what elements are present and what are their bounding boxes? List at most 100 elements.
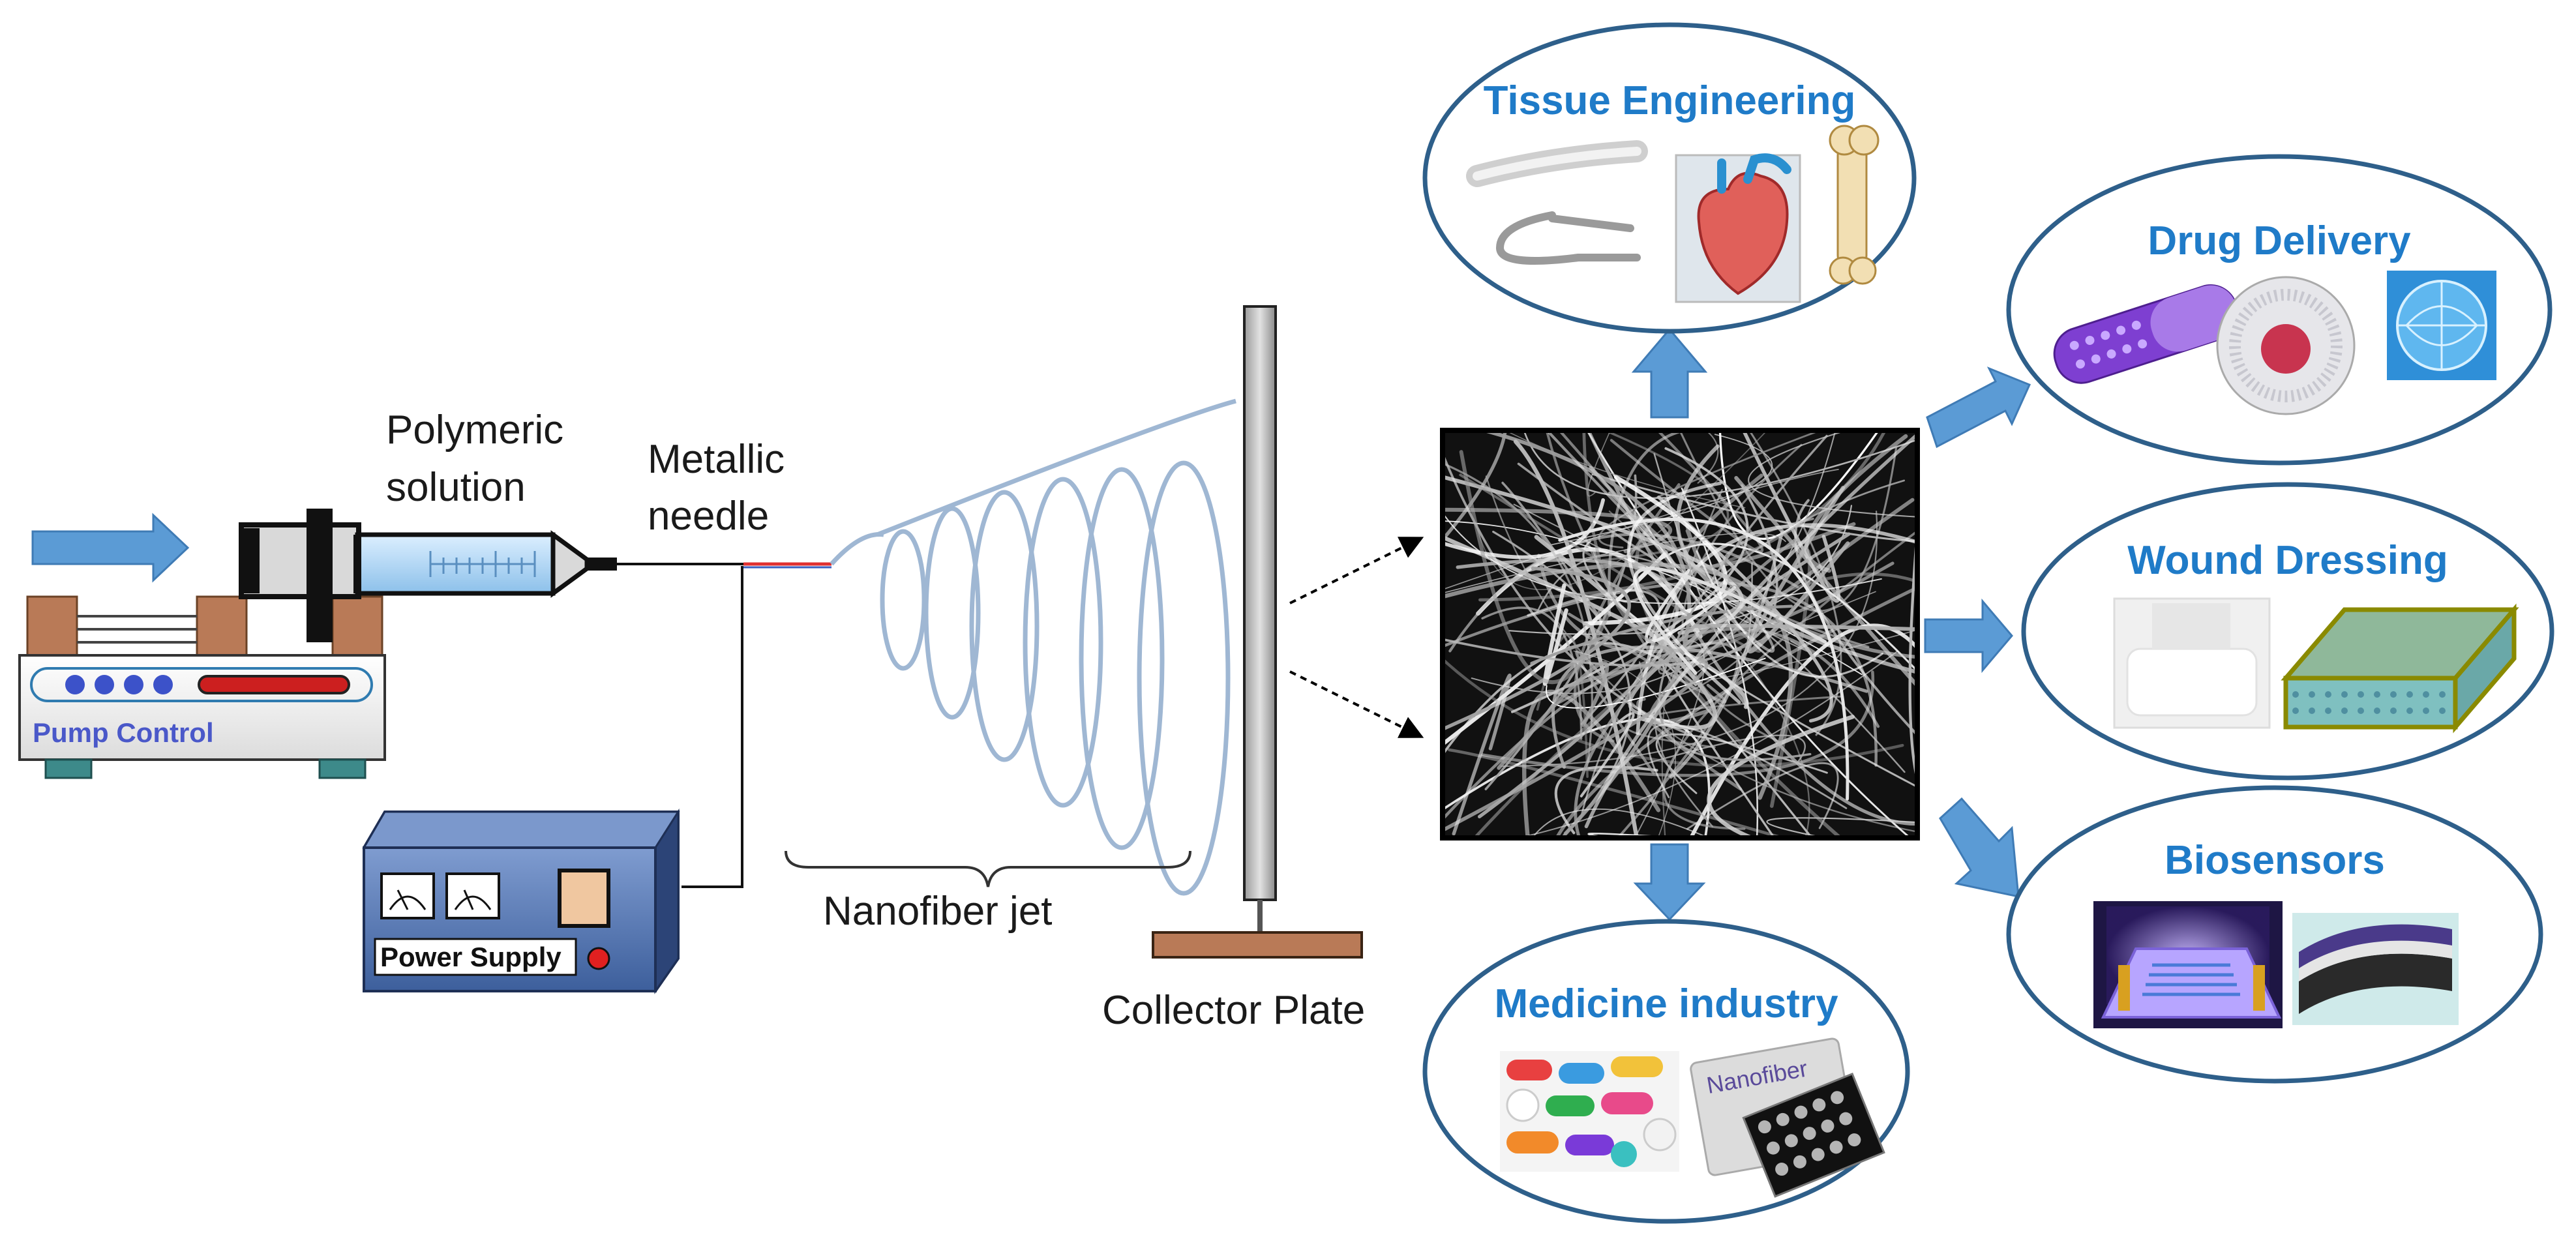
- fiber-strand: [1445, 469, 1839, 589]
- fiber-strand: [1685, 524, 1708, 582]
- fiber-strand: [1750, 433, 1842, 736]
- flexible-sensor-icon: [2292, 913, 2459, 1025]
- pump-display: [198, 675, 350, 694]
- fiber-strand: [1629, 543, 1915, 670]
- pump-control-label: Pump Control: [33, 717, 214, 748]
- fiber-strand: [1573, 650, 1676, 835]
- drug-capsule-icon: [2053, 284, 2239, 384]
- power-indicator-icon: [587, 947, 610, 970]
- fiber-strand: [1697, 433, 1719, 484]
- label-polymeric-line2: solution: [386, 465, 526, 510]
- power-supply-label: Power Supply: [380, 942, 562, 972]
- fiber-strand: [1766, 817, 1915, 835]
- fiber-strand: [1627, 481, 1741, 704]
- fiber-strand: [1527, 650, 1898, 835]
- fiber-strand: [1587, 433, 1909, 835]
- fiber-strand: [1459, 450, 1610, 684]
- pills-icon: [1500, 1051, 1679, 1172]
- fiber-strand: [1445, 532, 1786, 593]
- nanoparticle-icon: [2216, 276, 2356, 415]
- app-title-drug-delivery: Drug Delivery: [2148, 218, 2411, 263]
- arrow-to-drug-delivery: [1926, 366, 2031, 449]
- bone-icon: [1829, 125, 1880, 285]
- fiber-strand: [1497, 661, 1610, 770]
- app-title-wound-dressing: Wound Dressing: [2127, 538, 2448, 583]
- fiber-strand: [1574, 539, 1796, 835]
- app-medicine-industry: Medicine industry Nanofiber: [1422, 919, 1910, 1224]
- fiber-strand: [1445, 515, 1882, 604]
- nanofiber-jet: [830, 398, 1236, 896]
- app-tissue-engineering: Tissue Engineering: [1422, 22, 1917, 334]
- input-flow-arrow: [31, 513, 190, 583]
- fiber-strand: [1686, 762, 1839, 830]
- fiber-strand: [1568, 612, 1727, 704]
- nanofiber-pack-icon: Nanofiber: [1690, 1037, 1885, 1198]
- fiber-strand: [1517, 462, 1675, 569]
- fiber-strand: [1445, 475, 1745, 635]
- sensor-chip-icon: [2093, 901, 2283, 1028]
- bifurcated-graft-icon: [1495, 211, 1641, 265]
- label-nanofiber-jet: Nanofiber jet: [823, 889, 1053, 934]
- layered-membrane-icon: [2281, 603, 2519, 734]
- fiber-strand: [1587, 832, 1652, 835]
- fiber-strand: [1608, 510, 1810, 835]
- bandage-icon: [2113, 597, 2271, 729]
- app-wound-dressing: Wound Dressing: [2021, 482, 2554, 781]
- label-collector-plate: Collector Plate: [1102, 988, 1365, 1033]
- fiber-strand: [1509, 433, 1746, 509]
- fiber-strand: [1681, 443, 1803, 745]
- fiber-strand: [1694, 623, 1915, 631]
- syringe: [239, 509, 617, 642]
- app-title-medicine-industry: Medicine industry: [1494, 981, 1838, 1026]
- pump-button-icon: [153, 675, 173, 694]
- vascular-graft-icon: [1466, 140, 1648, 187]
- nanofiber-mat-image: [1440, 428, 1920, 841]
- fiber-strand: [1448, 748, 1779, 835]
- pump-button-icon: [124, 675, 143, 694]
- label-polymeric-line1: Polymeric: [386, 408, 563, 453]
- fiber-strand: [1746, 486, 1850, 654]
- fiber-strand: [1533, 808, 1704, 835]
- fiber-strand: [1445, 656, 1709, 831]
- fiber-strand: [1607, 433, 1681, 618]
- app-drug-delivery: Drug Delivery: [2006, 154, 2553, 466]
- arrow-to-wound-dressing: [1924, 598, 2013, 674]
- fiber-strand: [1707, 715, 1855, 835]
- syringe-plunger: [239, 522, 361, 599]
- label-metallic-line1: Metallic: [648, 437, 785, 482]
- fiber-strand: [1720, 517, 1870, 649]
- fiber-strand: [1580, 712, 1635, 797]
- fiber-strand: [1598, 433, 1816, 549]
- fiber-strand: [1748, 433, 1915, 518]
- power-supply: Power Supply: [362, 808, 680, 994]
- fiber-strand: [1582, 433, 1780, 653]
- fiber-strand: [1662, 531, 1915, 830]
- collector-plate: [1152, 305, 1363, 959]
- fiber-strand: [1669, 530, 1784, 779]
- fiber-strand: [1696, 550, 1883, 678]
- fiber-strand: [1908, 546, 1915, 774]
- metallic-needle: [617, 562, 831, 569]
- fiber-strand: [1445, 463, 1593, 764]
- arrow-to-biosensors: [1939, 797, 2020, 898]
- fiber-strand: [1536, 554, 1895, 653]
- label-metallic-line2: needle: [648, 494, 769, 539]
- heart-icon: [1675, 153, 1801, 303]
- pump-button-icon: [65, 675, 85, 694]
- pump-button-icon: [95, 675, 114, 694]
- nanocage-icon: [2387, 271, 2496, 380]
- fiber-strand: [1445, 562, 1793, 800]
- dashed-arrow: [1289, 537, 1424, 604]
- fiber-strand: [1592, 547, 1643, 603]
- power-wire: [681, 566, 743, 888]
- app-title-tissue-engineering: Tissue Engineering: [1484, 78, 1856, 123]
- fiber-strand: [1445, 659, 1904, 767]
- fiber-strand: [1546, 657, 1766, 709]
- fiber-strand: [1476, 433, 1765, 590]
- arrow-down-medicine: [1633, 843, 1706, 921]
- fiber-strand: [1804, 434, 1908, 573]
- jet-brace: [785, 850, 1191, 887]
- fiber-strand: [1633, 567, 1827, 675]
- fiber-strand: [1445, 433, 1507, 539]
